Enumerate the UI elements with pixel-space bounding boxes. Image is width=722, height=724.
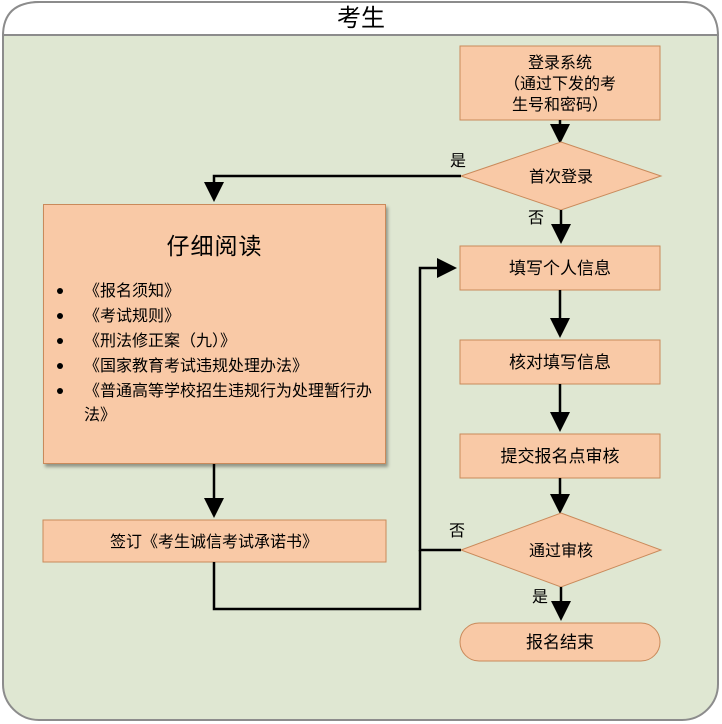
end-terminal: 报名结束: [459, 622, 661, 662]
reading-item: 《国家教育考试违规处理办法》: [54, 354, 375, 378]
header-top-border: [40, 1, 719, 37]
end-label: 报名结束: [526, 633, 594, 653]
login-line1: 登录系统: [528, 53, 592, 72]
pass-review-no-label: 否: [449, 521, 465, 540]
header-top-left-corner: [2, 1, 41, 37]
pass-review-yes-label: 是: [532, 587, 548, 606]
fill-info-step: 填写个人信息: [459, 245, 661, 291]
login-line3: 生号和密码）: [512, 95, 608, 114]
reading-item: 《刑法修正案（九）》: [54, 329, 375, 353]
reading-item: 《报名须知》: [54, 279, 375, 303]
reading-list: 《报名须知》 《考试规则》 《刑法修正案（九）》 《国家教育考试违规处理办法》 …: [54, 279, 375, 427]
reading-title: 仔细阅读: [166, 234, 263, 260]
login-line2: （通过下发的考: [504, 74, 616, 93]
pass-review-label: 通过审核: [529, 541, 593, 560]
check-info-step: 核对填写信息: [459, 339, 661, 385]
check-info-label: 核对填写信息: [509, 353, 611, 373]
arrow-review-no-loop: [418, 258, 461, 552]
submit-review-step: 提交报名点审核: [459, 433, 661, 479]
first-login-no-label: 否: [528, 208, 544, 227]
header-band: [4, 2, 717, 35]
reading-box: 仔细阅读 《报名须知》 《考试规则》 《刑法修正案（九）》 《国家教育考试违规处…: [43, 204, 386, 464]
login-step: 登录系统 （通过下发的考 生号和密码）: [459, 45, 661, 121]
first-login-decision: 首次登录: [459, 141, 663, 211]
submit-review-label: 提交报名点审核: [501, 447, 620, 467]
first-login-label: 首次登录: [529, 167, 593, 186]
panel-title: 考生: [337, 4, 385, 32]
first-login-yes-label: 是: [450, 151, 466, 170]
fill-info-label: 填写个人信息: [509, 259, 611, 279]
sign-pledge-step: 签订《考生诚信考试承诺书》: [42, 519, 387, 563]
sign-pledge-label: 签订《考生诚信考试承诺书》: [110, 532, 318, 551]
reading-item: 《普通高等学校招生违规行为处理暂行办法》: [54, 379, 375, 427]
arrow-firstlogin-yes: [204, 174, 461, 202]
reading-item: 《考试规则》: [54, 304, 375, 328]
connector-sign-to-loop: [212, 550, 422, 611]
